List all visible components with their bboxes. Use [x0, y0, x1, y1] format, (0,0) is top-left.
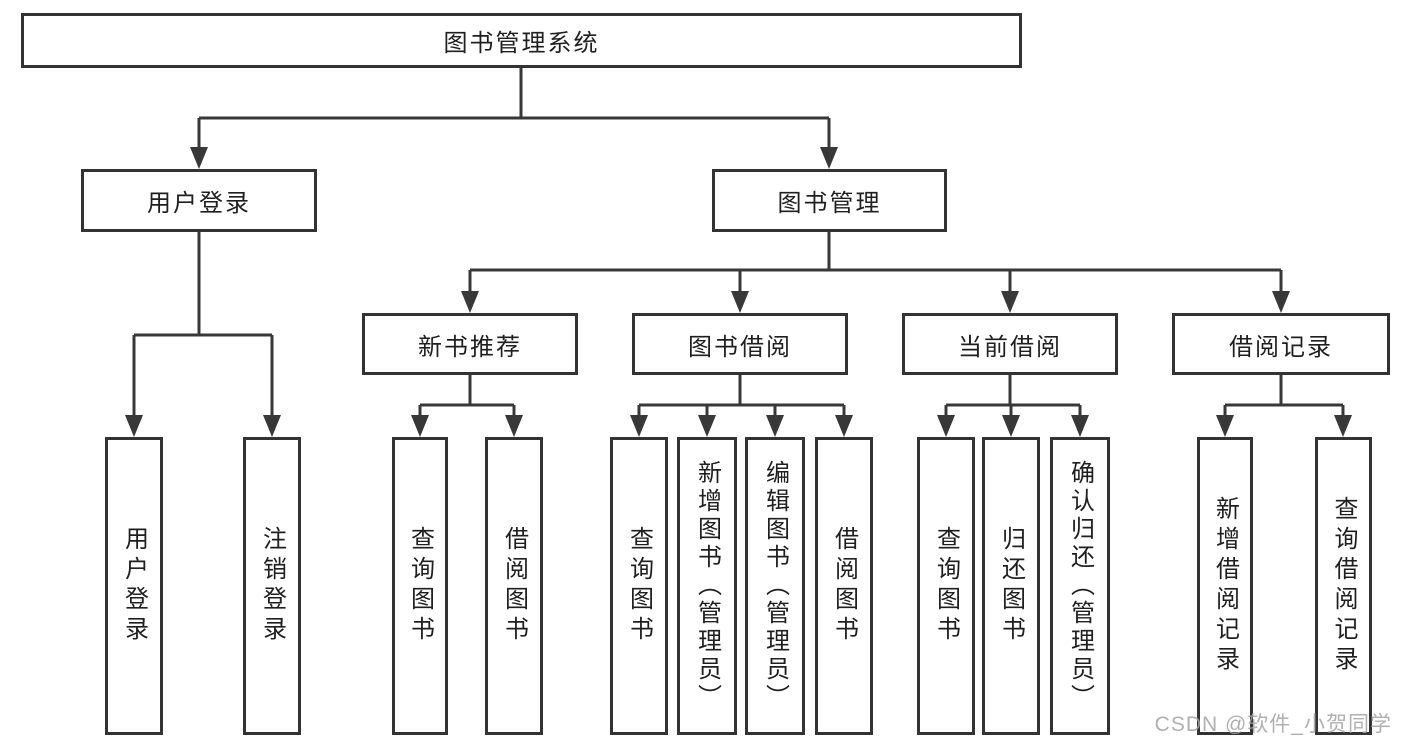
leaf-query-book-recommend-label: 查询图书 — [406, 526, 434, 646]
node-book-management-label: 图书管理 — [777, 190, 882, 217]
node-new-book-recommendation: 新书推荐 — [362, 313, 578, 375]
node-root-label: 图书管理系统 — [443, 30, 600, 57]
leaf-logout-login-label: 注销登录 — [258, 526, 286, 646]
node-root: 图书管理系统 — [21, 13, 1022, 68]
leaf-add-book-admin-label: 新增图书（管理员） — [693, 460, 721, 712]
leaf-add-borrow-record: 新增借阅记录 — [1197, 437, 1253, 735]
node-book-borrowing: 图书借阅 — [632, 313, 848, 375]
node-borrowing-records: 借阅记录 — [1172, 313, 1390, 375]
node-current-borrowing-label: 当前借阅 — [958, 333, 1062, 361]
leaf-query-borrow-record: 查询借阅记录 — [1315, 437, 1372, 735]
leaf-return-book-label: 归还图书 — [997, 526, 1025, 646]
leaf-add-book-admin: 新增图书（管理员） — [677, 437, 737, 735]
leaf-edit-book-admin-label: 编辑图书（管理员） — [761, 460, 789, 712]
node-book-management: 图书管理 — [712, 169, 947, 232]
leaf-add-borrow-record-label: 新增借阅记录 — [1211, 496, 1239, 676]
leaf-confirm-return-admin-label: 确认归还（管理员） — [1066, 460, 1094, 712]
leaf-borrow-book-borrowing-label: 借阅图书 — [830, 526, 858, 646]
leaf-edit-book-admin: 编辑图书（管理员） — [745, 437, 805, 735]
leaf-query-book-borrowing: 查询图书 — [610, 437, 668, 735]
node-book-borrowing-label: 图书借阅 — [688, 333, 792, 361]
leaf-query-book-borrowing-label: 查询图书 — [625, 526, 653, 646]
leaf-query-borrow-record-label: 查询借阅记录 — [1330, 496, 1357, 676]
leaf-query-book-current: 查询图书 — [917, 437, 975, 735]
node-borrowing-records-label: 借阅记录 — [1229, 333, 1333, 361]
leaf-user-login: 用户登录 — [105, 437, 163, 735]
watermark-text: CSDN @软件_小贺同学 — [1154, 713, 1392, 736]
leaf-return-book: 归还图书 — [982, 437, 1040, 735]
leaf-confirm-return-admin: 确认归还（管理员） — [1050, 437, 1110, 735]
node-current-borrowing: 当前借阅 — [902, 313, 1118, 375]
node-new-book-recommendation-label: 新书推荐 — [418, 333, 522, 361]
leaf-borrow-book-recommend-label: 借阅图书 — [500, 526, 528, 646]
leaf-borrow-book-borrowing: 借阅图书 — [815, 437, 873, 735]
leaf-borrow-book-recommend: 借阅图书 — [485, 437, 543, 735]
leaf-user-login-label: 用户登录 — [120, 526, 148, 646]
node-user-login: 用户登录 — [81, 169, 317, 232]
leaf-logout-login: 注销登录 — [243, 437, 301, 735]
leaf-query-book-current-label: 查询图书 — [932, 526, 960, 646]
node-user-login-label: 用户登录 — [147, 190, 251, 217]
leaf-query-book-recommend: 查询图书 — [392, 437, 448, 735]
